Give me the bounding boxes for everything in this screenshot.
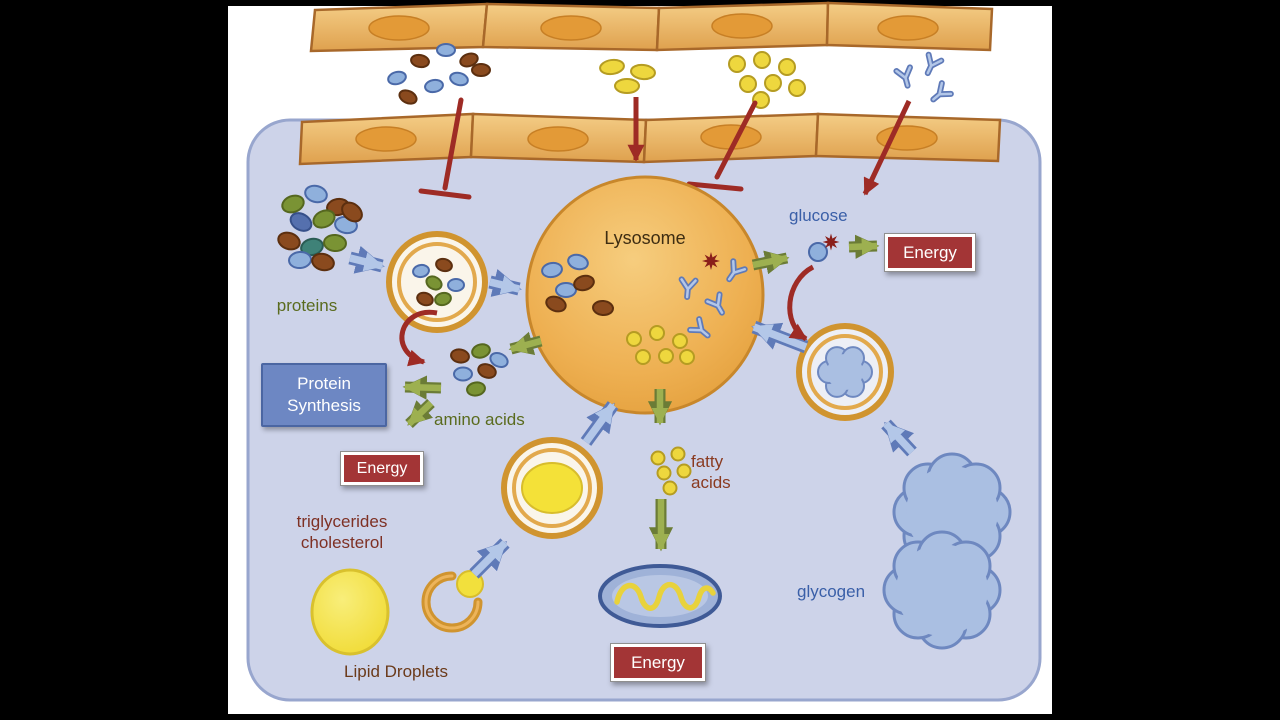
autophagosome-proteins <box>386 231 488 333</box>
glucose-molecule <box>808 229 844 262</box>
amino-acids-label: amino acids <box>434 410 525 429</box>
protein-aggregate <box>277 184 363 272</box>
glycogen-granule-cloud <box>882 452 1012 650</box>
extracellular-protein-particles <box>387 43 491 105</box>
energy-box-protein: Energy <box>340 451 424 486</box>
fatty-acids-label: fatty acids <box>691 452 731 493</box>
mitochondrion <box>598 564 722 628</box>
energy-box-mitochondria: Energy <box>610 643 706 682</box>
lysosome <box>525 175 765 415</box>
inhibition-lines <box>418 97 758 200</box>
phagophore-c-ring <box>421 570 484 633</box>
extracellular-glucose-particles <box>728 51 806 109</box>
extracellular-glycogen-branches <box>896 55 950 105</box>
triglycerides-cholesterol-label: triglycerides cholesterol <box>296 512 388 553</box>
tissue-row-top <box>309 1 994 53</box>
extracellular-lipid-particles <box>599 58 656 94</box>
lipid-droplet <box>310 568 390 656</box>
lysosome-sugar-contents <box>626 325 695 365</box>
glucose-label: glucose <box>789 206 848 225</box>
energy-box-glucose: Energy <box>884 233 976 272</box>
lysosome-label: Lysosome <box>604 228 686 248</box>
amino-acid-cluster <box>450 343 509 397</box>
tissue-row-bottom <box>298 112 1002 166</box>
lysosome-protein-contents <box>541 253 614 317</box>
flow-arrows <box>348 97 917 579</box>
lipid-droplets-label: Lipid Droplets <box>344 662 448 681</box>
fatty-acid-cluster <box>650 446 692 496</box>
protein-synthesis-box: Protein Synthesis <box>261 363 387 427</box>
glycogen-label: glycogen <box>797 582 866 601</box>
autophagosome-glycogen <box>796 323 894 421</box>
proteins-label: proteins <box>276 296 338 315</box>
autophagosome-lipid <box>501 437 603 539</box>
